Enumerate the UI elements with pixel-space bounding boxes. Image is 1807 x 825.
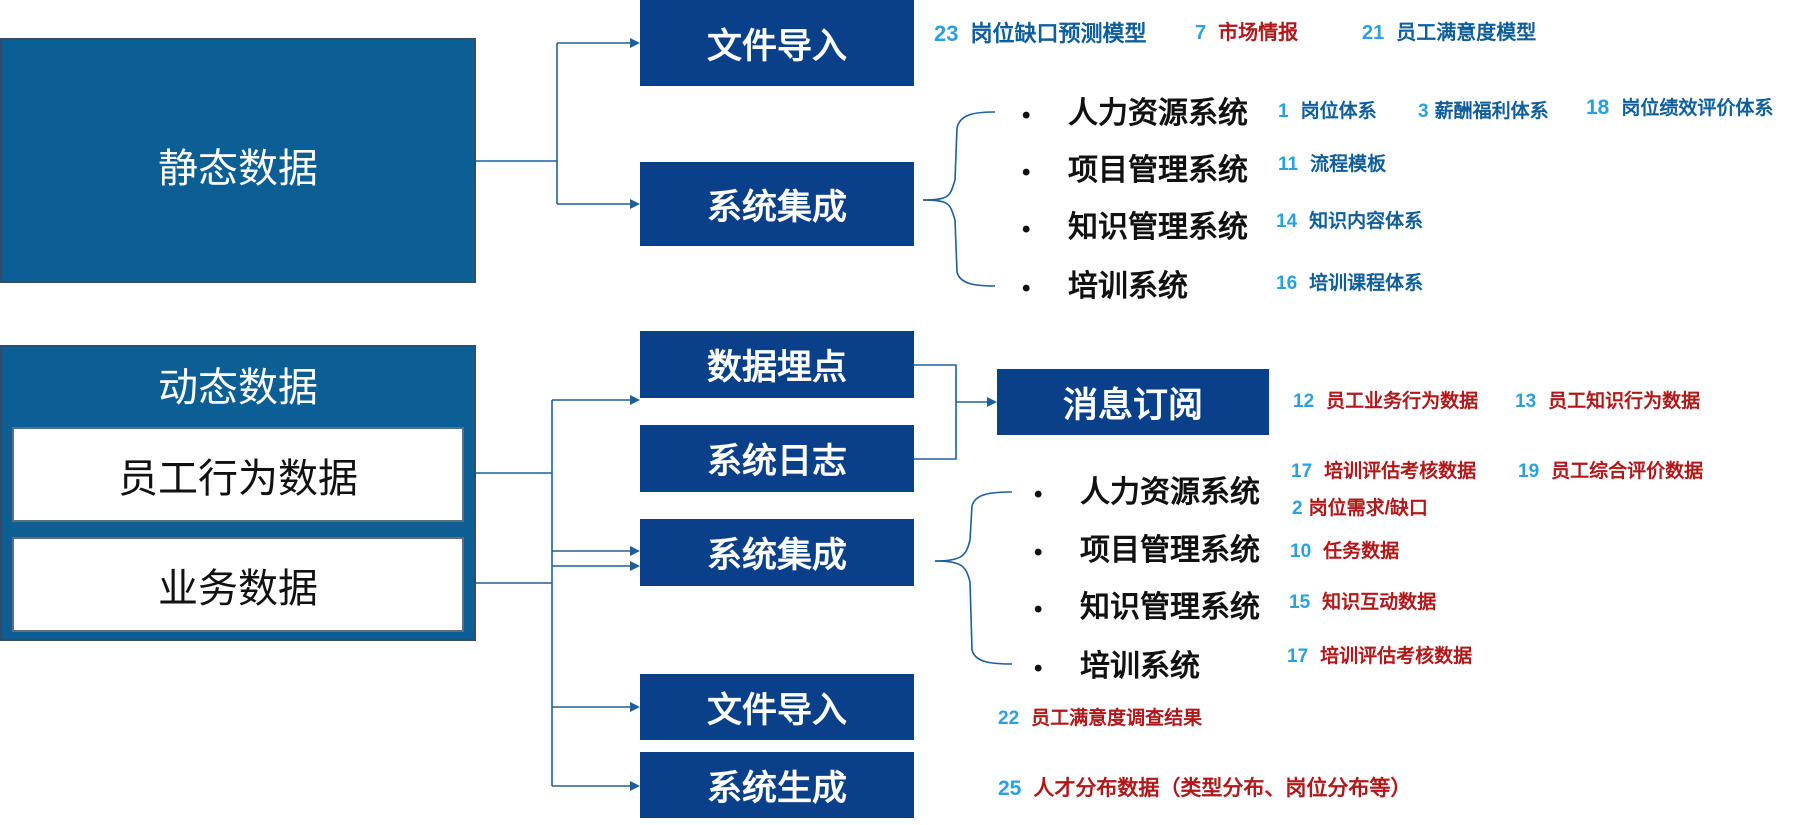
system-generate-box: 系统生成 (640, 752, 914, 818)
bullet-icon: • (1022, 159, 1031, 186)
dynamic-system-km: •知识管理系统 (1034, 591, 1260, 624)
bullet-icon: • (1022, 216, 1031, 243)
employee-behavior-box: 员工行为数据 (12, 427, 464, 522)
static-system-pm: •项目管理系统 (1022, 154, 1248, 187)
static-data-panel: 静态数据 (0, 38, 476, 283)
bullet-icon: • (1034, 481, 1043, 508)
bullet-icon: • (1022, 102, 1031, 129)
bullet-icon: • (1022, 275, 1031, 302)
static-data-title: 静态数据 (158, 147, 318, 191)
message-subscription-box: 消息订阅 (997, 369, 1269, 435)
dynamic-file-import-box: 文件导入 (640, 674, 914, 740)
dynamic-data-title: 动态数据 (158, 366, 318, 410)
system-log-box: 系统日志 (640, 425, 914, 492)
static-system-training: •培训系统 (1022, 270, 1188, 303)
static-system-hr: •人力资源系统 (1022, 97, 1248, 130)
bullet-icon: • (1034, 539, 1043, 566)
data-tracking-box: 数据埋点 (640, 331, 914, 398)
static-system-km: •知识管理系统 (1022, 211, 1248, 244)
dynamic-system-hr: •人力资源系统 (1034, 476, 1260, 509)
business-data-box: 业务数据 (12, 537, 464, 632)
bullet-icon: • (1034, 655, 1043, 682)
bullet-icon: • (1034, 596, 1043, 623)
dynamic-system-pm: •项目管理系统 (1034, 534, 1260, 567)
dynamic-system-integration-box: 系统集成 (640, 519, 914, 586)
static-file-import-box: 文件导入 (640, 0, 914, 86)
static-system-integration-box: 系统集成 (640, 162, 914, 246)
dynamic-system-training: •培训系统 (1034, 650, 1200, 683)
